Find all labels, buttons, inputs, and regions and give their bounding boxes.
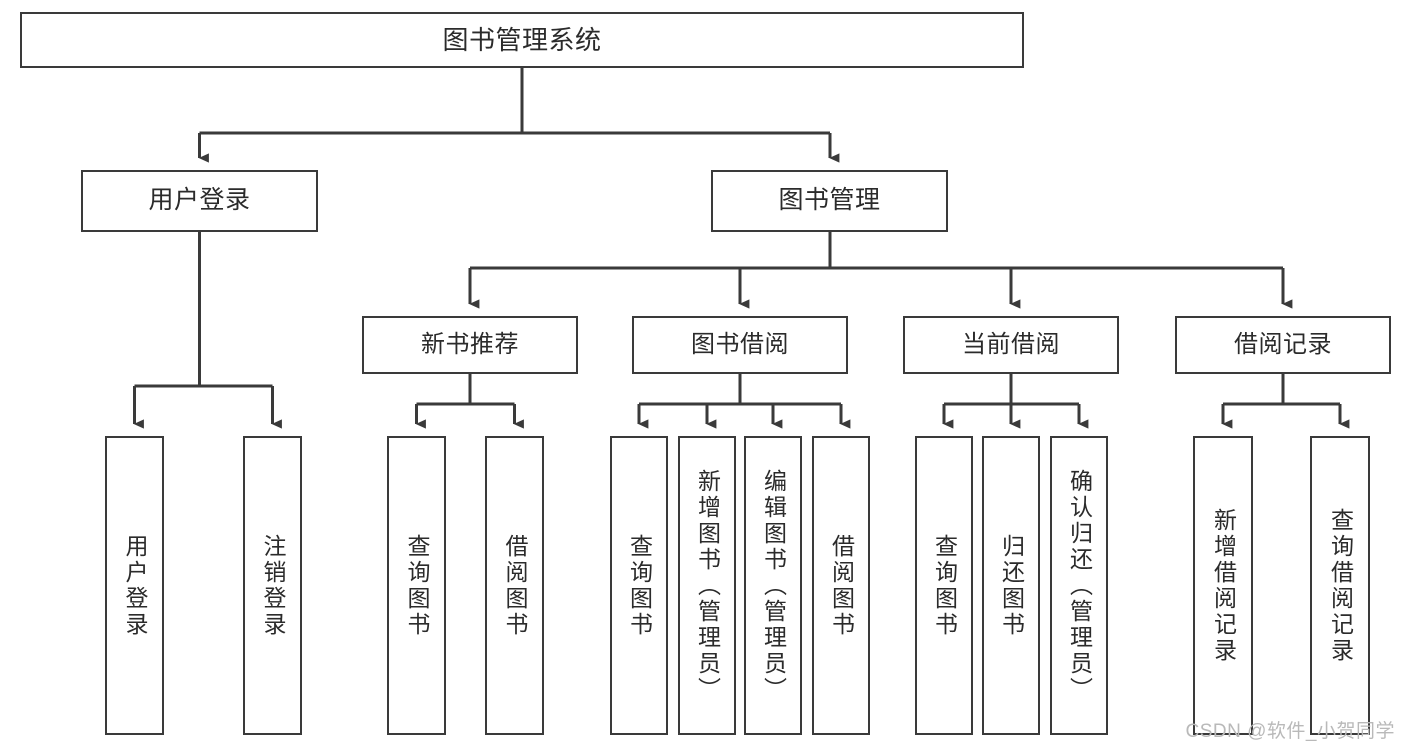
node-user-login-label: 用户登录	[148, 186, 251, 215]
node-borrow-record[interactable]: 借阅记录	[1175, 316, 1391, 374]
node-book-management-label: 图书管理	[778, 186, 881, 215]
node-current-borrow-label: 当前借阅	[962, 330, 1060, 358]
leaf-node[interactable]: 新增借阅记录	[1193, 436, 1253, 735]
leaf-node[interactable]: 新增图书（管理员）	[678, 436, 736, 735]
node-user-login[interactable]: 用户登录	[81, 170, 318, 232]
leaf-node-label: 新增图书（管理员）	[694, 468, 721, 703]
leaf-node-label: 注销登录	[260, 533, 286, 638]
node-new-book-recommend[interactable]: 新书推荐	[362, 316, 578, 374]
leaf-node-label: 确认归还（管理员）	[1066, 468, 1093, 703]
leaf-node[interactable]: 用户登录	[105, 436, 164, 735]
node-root-system[interactable]: 图书管理系统	[20, 12, 1024, 68]
leaf-node[interactable]: 查询借阅记录	[1310, 436, 1370, 735]
leaf-node-label: 借阅图书	[502, 533, 528, 638]
leaf-node[interactable]: 查询图书	[915, 436, 973, 735]
leaf-node-label: 查询图书	[626, 533, 653, 638]
leaf-node-label: 查询借阅记录	[1327, 507, 1354, 664]
node-new-book-recommend-label: 新书推荐	[421, 330, 519, 358]
node-book-borrow[interactable]: 图书借阅	[632, 316, 848, 374]
leaf-node[interactable]: 借阅图书	[812, 436, 870, 735]
node-book-management[interactable]: 图书管理	[711, 170, 948, 232]
leaf-node[interactable]: 借阅图书	[485, 436, 544, 735]
leaf-node[interactable]: 注销登录	[243, 436, 302, 735]
leaf-node-label: 查询图书	[931, 533, 958, 638]
leaf-node-label: 用户登录	[122, 533, 148, 638]
node-root-label: 图书管理系统	[442, 24, 602, 55]
leaf-node-label: 查询图书	[404, 533, 430, 638]
leaf-node[interactable]: 查询图书	[387, 436, 446, 735]
leaf-node[interactable]: 归还图书	[982, 436, 1040, 735]
node-book-borrow-label: 图书借阅	[691, 330, 789, 358]
leaf-node-label: 归还图书	[998, 533, 1025, 638]
leaf-node[interactable]: 查询图书	[610, 436, 668, 735]
node-current-borrow[interactable]: 当前借阅	[903, 316, 1119, 374]
leaf-node-label: 编辑图书（管理员）	[760, 468, 787, 703]
leaf-node-label: 新增借阅记录	[1210, 507, 1237, 664]
leaf-node[interactable]: 编辑图书（管理员）	[744, 436, 802, 735]
leaf-node-label: 借阅图书	[828, 533, 855, 638]
node-borrow-record-label: 借阅记录	[1234, 330, 1332, 358]
leaf-node[interactable]: 确认归还（管理员）	[1050, 436, 1108, 735]
